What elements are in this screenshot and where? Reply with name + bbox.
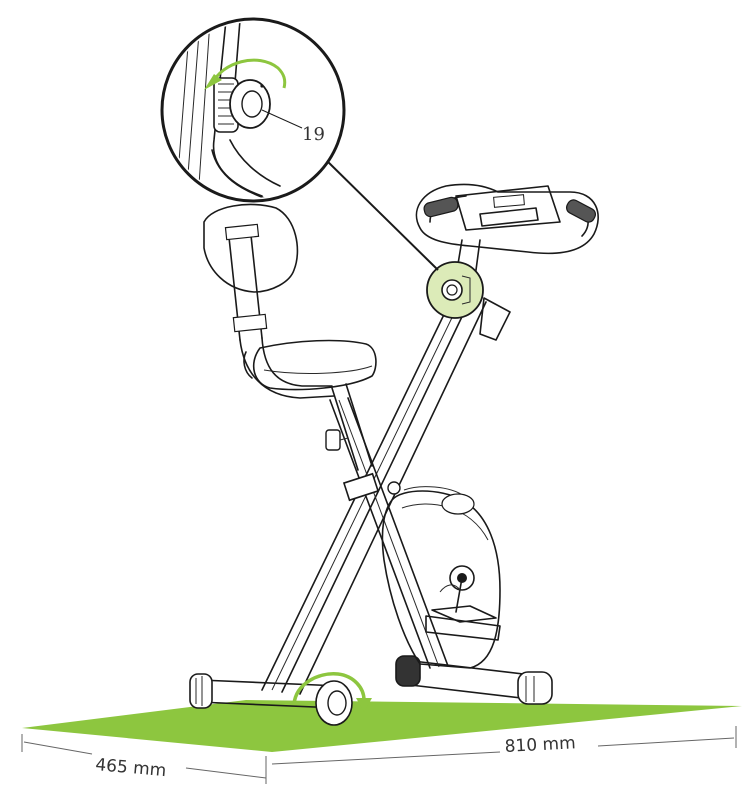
curved-arrow-icon-head (204, 74, 222, 90)
detail-callout-circle (160, 17, 346, 203)
width-dimension-label: 465 mm (95, 755, 167, 781)
part-number-leader (261, 109, 303, 129)
dimension-lines (21, 726, 737, 784)
curved-arrow-icon (292, 672, 366, 705)
seat-post (325, 383, 401, 502)
pedal (425, 565, 501, 641)
flywheel-housing (381, 486, 501, 669)
floor-area (22, 700, 742, 752)
handlebar (415, 183, 599, 255)
console (455, 185, 561, 231)
part-number-label: 19 (302, 124, 325, 145)
callout-leader-line (321, 155, 439, 271)
folding-knob-highlight (426, 261, 484, 319)
length-dimension-label: 810 mm (504, 733, 576, 757)
front-frame-tube (261, 297, 487, 695)
front-stabilizer (395, 655, 553, 705)
wheel-arrow-icon-head (356, 698, 372, 712)
rear-stabilizer (189, 673, 353, 726)
backrest (203, 203, 335, 399)
curved-arrow-icon (210, 58, 287, 89)
